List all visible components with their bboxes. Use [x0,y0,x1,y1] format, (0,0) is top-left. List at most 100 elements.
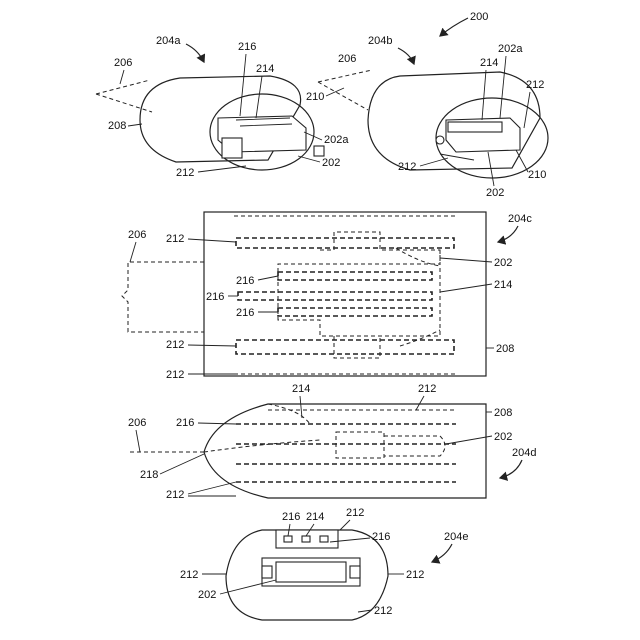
label-218: 218 [140,469,158,481]
view-204d: 214 212 208 216 206 202 204d 218 212 [128,383,536,501]
component-202-c-bottom [333,336,381,359]
leader-210-b2 [515,149,529,173]
end-face-204a [209,93,315,171]
label-214b: 214 [480,57,498,69]
leader-214a [255,75,263,119]
leader-212-b2 [419,157,449,167]
strip-216-c1 [277,271,433,281]
clip-e-left [261,565,273,579]
label-204d: 204d [512,447,536,459]
wires-d [203,403,321,453]
leader-214b [481,69,487,121]
label-212-c2: 212 [166,339,184,351]
leader-216-c1 [257,275,279,281]
leader-210-b1 [325,87,345,97]
wire-b [439,153,475,161]
leader-206c [129,241,137,263]
arrow-204b [397,47,416,66]
leader-208a [127,123,143,127]
view-204a: 204a 206 208 216 214 202a 202 212 [95,35,349,179]
leader-202-b [487,151,495,187]
leader-202-a [297,155,321,163]
housing-204b [367,71,541,171]
leader-212-e-bottom [357,609,373,613]
label-202-a: 202 [322,157,340,169]
leader-216a [239,53,247,117]
housing-204a [139,75,302,163]
label-212-e-right: 212 [406,569,424,581]
housing-204e [225,529,389,621]
pad-e2 [301,535,311,543]
pad-e1 [283,535,293,543]
strip-216-a [235,117,293,127]
label-202-d: 202 [494,431,512,443]
label-216-c3: 216 [236,307,254,319]
leader-216-d [197,422,237,425]
label-204e: 204e [444,531,468,543]
arrow-200 [439,17,469,37]
strip-216-c2 [237,291,433,301]
arrow-204c [496,225,519,245]
tab-a [313,145,325,157]
strip-212-c-edges [234,215,456,375]
leader-206d [135,429,141,453]
label-212-b2: 212 [398,161,416,173]
label-206d: 206 [128,417,146,429]
leader-212-b [523,91,531,129]
view-204c: 204c 206 212 216 216 216 212 212 202 214 [121,211,532,381]
view-204b: 204b 206 214 202a 212 210 210 202 212 [306,35,549,199]
leader-212-d1 [415,395,425,411]
label-212-c3: 212 [166,369,184,381]
label-202a-a: 202a [324,134,349,146]
label-214-d: 214 [292,383,310,395]
label-202a-b: 202a [498,43,523,55]
view-204e: 216 214 212 216 204e 212 212 202 212 [180,507,468,621]
label-212-a: 212 [176,167,194,179]
label-216a: 216 [238,41,256,53]
leader-214-e [305,523,315,537]
label-204a: 204a [156,35,181,47]
label-214a: 214 [256,63,274,75]
component-202-e-inner [275,561,347,583]
label-210-b2: 210 [528,169,546,181]
label-212-d1: 212 [418,383,436,395]
leader-206a [119,69,125,85]
leader-216-e2 [329,537,371,543]
wires-c [395,247,441,347]
strip-212-c1 [235,237,455,249]
label-206c: 206 [128,229,146,241]
leader-202-c [439,257,493,263]
housing-204c [203,211,487,377]
tether-206a [95,79,153,113]
label-200: 200 [470,11,488,23]
leader-212-c2 [187,344,237,347]
pad-e3 [319,535,329,543]
arrow-204a [185,43,206,64]
label-212-c1: 212 [166,233,184,245]
arrow-204d [498,459,523,481]
label-206b: 206 [338,53,356,65]
label-208a: 208 [108,120,126,132]
component-202-c [277,231,441,337]
leader-202-e [219,579,277,595]
leader-202-d [445,435,493,445]
label-204c: 204c [508,213,532,225]
leader-202a-a [303,131,323,141]
label-202-b: 202 [486,187,504,199]
tether-206b [317,69,373,111]
label-212-b: 212 [526,79,544,91]
leader-214-c [439,283,493,293]
label-216-c1: 216 [236,275,254,287]
strip-212-c2 [235,339,455,355]
label-214-e: 214 [306,511,324,523]
leader-216-e1 [287,523,291,537]
label-206a: 206 [114,57,132,69]
label-216-d: 216 [176,417,194,429]
label-216-e1: 216 [282,511,300,523]
leader-202a-b [499,55,507,119]
label-212-e-left: 212 [180,569,198,581]
leader-212-d2 [187,481,237,497]
label-216-e2: 216 [372,531,390,543]
